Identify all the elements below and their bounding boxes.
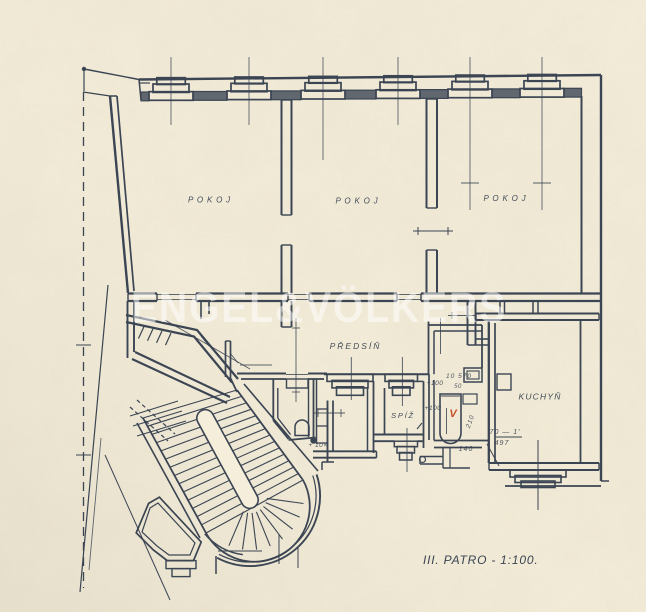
- svg-text:ENGEL&VÖLKERS: ENGEL&VÖLKERS: [131, 284, 507, 332]
- svg-text:P O K O J: P O K O J: [484, 194, 527, 203]
- svg-text:140: 140: [459, 446, 474, 453]
- svg-text:10 570: 10 570: [446, 373, 472, 380]
- svg-text:SPÍŽ: SPÍŽ: [391, 411, 415, 420]
- svg-text:P O K O J: P O K O J: [336, 197, 379, 206]
- svg-text:V: V: [449, 408, 458, 420]
- svg-text:PŘEDSÍŇ: PŘEDSÍŇ: [330, 341, 382, 351]
- svg-text:+100: +100: [427, 380, 444, 387]
- svg-text:50: 50: [454, 384, 462, 390]
- svg-text:KUCHYŇ: KUCHYŇ: [518, 392, 561, 402]
- svg-text:III. PATRO - 1:100.: III. PATRO - 1:100.: [423, 553, 538, 567]
- svg-text:70 — 1′: 70 — 1′: [490, 429, 521, 436]
- svg-text:+ 10×: + 10×: [308, 442, 327, 449]
- svg-text:P O K O J: P O K O J: [188, 196, 231, 205]
- svg-text:497: 497: [495, 440, 510, 447]
- svg-text:+100: +100: [425, 405, 442, 412]
- svg-text:210: 210: [465, 414, 477, 430]
